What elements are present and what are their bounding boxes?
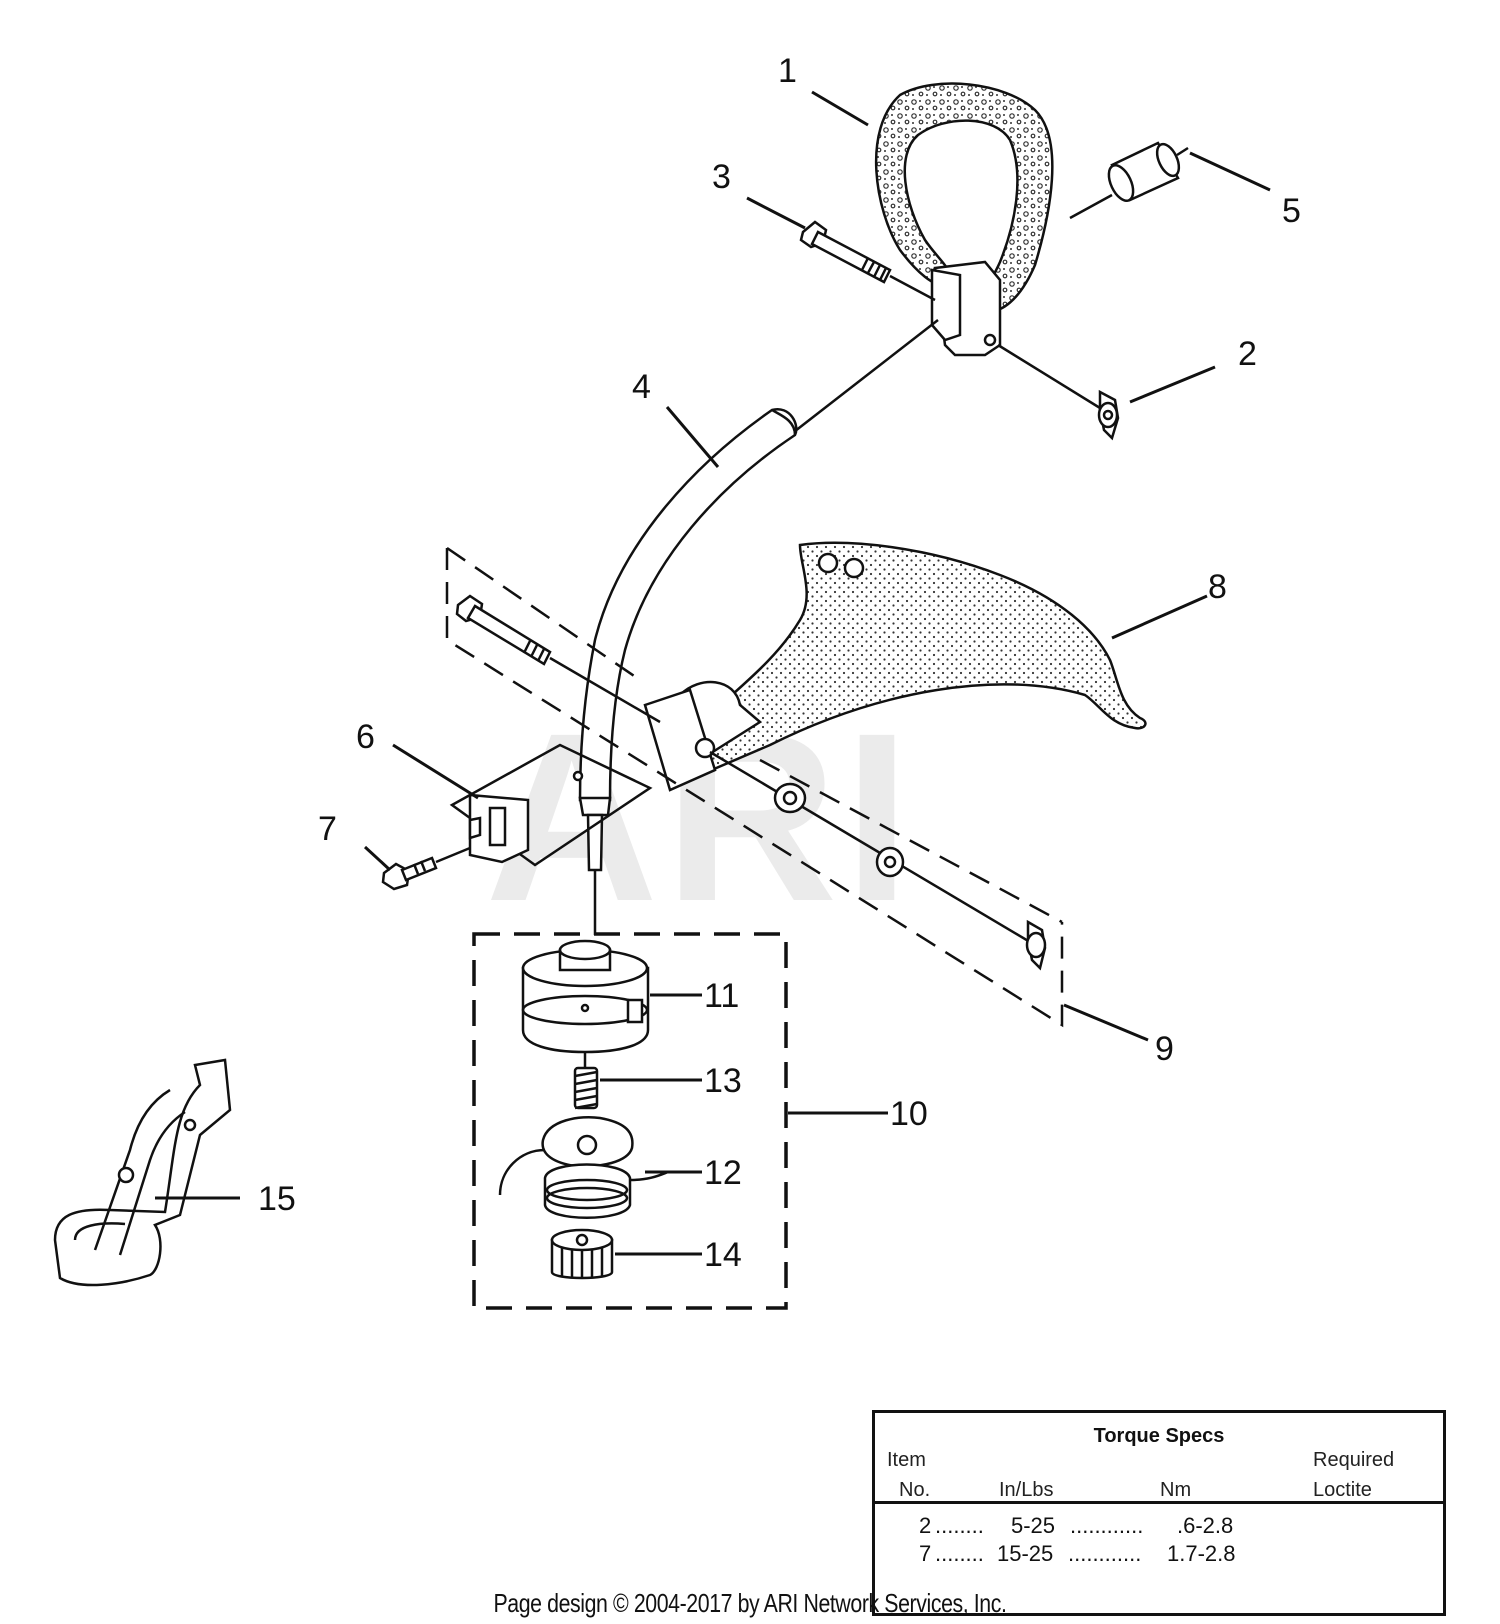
table-row: 2 ........ 5-25 ............ .6-2.8	[875, 1513, 1443, 1541]
callout-4: 4	[632, 368, 651, 406]
shield-hardware-dashed-outline	[445, 546, 1064, 1028]
row-dots: ........	[935, 1541, 984, 1566]
header-rule	[875, 1501, 1443, 1504]
trimmer-head-dashed-box	[472, 932, 788, 1310]
row-nm: 1.7-2.8	[1167, 1541, 1236, 1566]
lock-washer	[875, 846, 905, 878]
callout-7: 7	[318, 810, 337, 848]
callout-9: 9	[1155, 1030, 1174, 1068]
leader-7	[363, 845, 392, 872]
callout-13: 13	[704, 1062, 742, 1100]
guide-line-2	[997, 343, 1101, 410]
torque-table-title: Torque Specs	[1093, 1425, 1225, 1447]
callout-6: 6	[356, 718, 375, 756]
spool-part-12	[498, 1116, 669, 1219]
callout-1: 1	[778, 52, 797, 90]
row-inlbs: 5-25	[1011, 1513, 1056, 1538]
row-item: 7	[919, 1541, 932, 1566]
row-dots: ........	[935, 1513, 984, 1538]
leader-5	[1189, 151, 1271, 192]
callout-11: 11	[704, 977, 739, 1015]
callout-14: 14	[704, 1236, 742, 1274]
leader-4	[665, 406, 720, 468]
guide-line-shield-bolt	[549, 656, 661, 724]
leader-2	[1129, 365, 1216, 404]
leader-9	[1063, 1003, 1149, 1042]
curved-shaft-part-4	[572, 407, 798, 872]
callout-3: 3	[712, 158, 731, 196]
bump-knob-part-14	[550, 1228, 614, 1280]
header-nm: Nm	[1160, 1479, 1192, 1501]
header-inlbs: In/Lbs	[999, 1479, 1054, 1501]
guide-line-handle-shaft	[789, 319, 939, 436]
header-loctite: Loctite	[1313, 1479, 1372, 1501]
callout-8: 8	[1208, 568, 1227, 606]
clamp-bracket-part-6	[449, 743, 653, 867]
guide-line-5	[1069, 193, 1113, 220]
wing-nut-part-2	[1097, 389, 1120, 441]
shield-bolt	[455, 594, 552, 666]
row-item: 2	[919, 1513, 932, 1538]
guide-line-9	[709, 750, 1031, 944]
spring-part-13	[573, 1066, 599, 1110]
header-item: Item	[887, 1449, 926, 1471]
page-footer: Page design © 2004-2017 by ARI Network S…	[493, 1588, 1007, 1618]
loop-handle-part-1	[874, 82, 1054, 357]
callout-12: 12	[704, 1154, 742, 1192]
table-row: 7 ........ 15-25 ............ 1.7-2.8	[875, 1541, 1443, 1569]
spool-housing-part-11	[521, 939, 650, 1054]
wing-nut-part-9	[1025, 919, 1047, 971]
callout-2: 2	[1238, 335, 1257, 373]
screw-part-7	[381, 856, 438, 891]
header-required: Required	[1313, 1449, 1395, 1471]
handle-bolt-part-3	[799, 220, 892, 284]
guide-line-3	[889, 274, 936, 302]
leader-8	[1111, 594, 1208, 640]
header-no: No.	[899, 1479, 931, 1501]
row-nm: .6-2.8	[1177, 1513, 1234, 1538]
torque-specs-table: Torque Specs Item Required No. In/Lbs Nm…	[872, 1410, 1446, 1616]
callout-10: 10	[890, 1095, 928, 1133]
grommet-part-5	[1107, 141, 1189, 202]
row-inlbs: 15-25	[997, 1541, 1054, 1566]
callout-15: 15	[258, 1180, 296, 1218]
leader-3	[746, 196, 806, 230]
shield-guard-part-8	[643, 541, 1147, 792]
cover-part-15	[53, 1058, 232, 1287]
row-dots: ............	[1070, 1513, 1144, 1538]
flat-washer	[773, 782, 807, 814]
guide-line-7	[435, 846, 471, 864]
row-dots: ............	[1068, 1541, 1142, 1566]
callout-5: 5	[1282, 192, 1301, 230]
leader-1	[811, 90, 869, 127]
leader-6	[392, 743, 479, 800]
